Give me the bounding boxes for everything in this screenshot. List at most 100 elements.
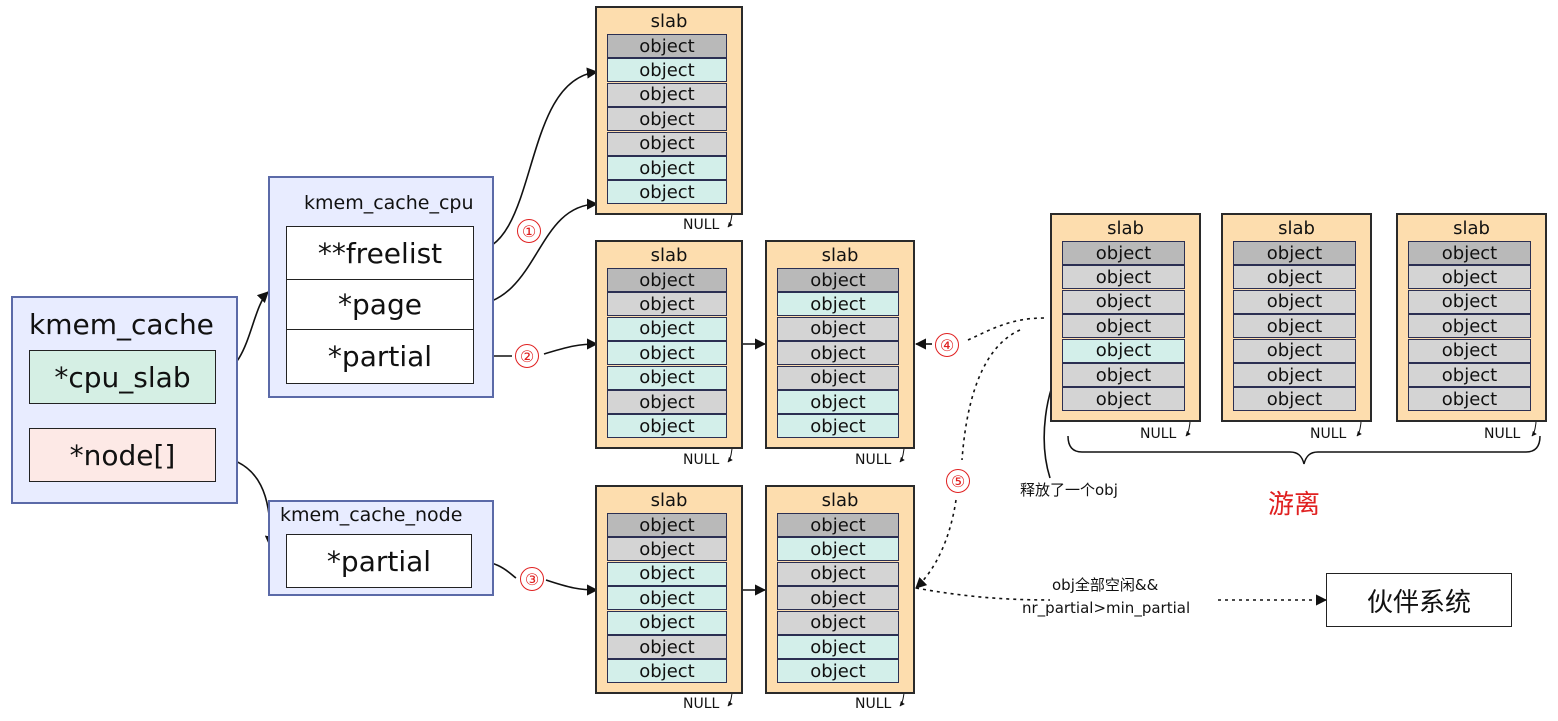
slab-object-used: object <box>777 268 899 292</box>
null-label: NULL <box>1484 426 1521 442</box>
node-partial-label: *partial <box>326 544 432 578</box>
slab-object-used: object <box>777 341 899 366</box>
slab-object-used: object <box>1408 363 1531 387</box>
slab-object-free: object <box>777 635 899 659</box>
step-marker-5: ⑤ <box>946 469 970 493</box>
slab-object-used: object <box>607 107 727 132</box>
slab-object-used: object <box>1233 289 1356 314</box>
kmem-cache-cpu-title: kmem_cache_cpu <box>304 192 474 214</box>
slab-object-used: object <box>777 610 899 635</box>
cpu-partial-field: *partial <box>286 330 474 384</box>
slab-object-used: object <box>607 82 727 107</box>
slab-object-free: object <box>777 390 899 414</box>
release-one-label: 释放了一个obj <box>1020 481 1118 499</box>
node-label: *node[] <box>69 438 176 472</box>
slab-object-used: object <box>1233 314 1356 339</box>
step-marker-3: ③ <box>520 567 544 591</box>
kmem-cache-node-struct: kmem_cache_node *partial <box>268 500 494 596</box>
cpu-slab-field: *cpu_slab <box>29 350 216 404</box>
null-label: NULL <box>683 452 720 468</box>
cpu-partial-label: *partial <box>327 340 433 373</box>
slab-object-used: object <box>777 316 899 341</box>
floating-label: 游离 <box>1268 490 1321 520</box>
slab-object-used: object <box>777 365 899 390</box>
step-marker-4: ④ <box>935 333 959 357</box>
slab-object-used: object <box>607 513 727 537</box>
slab-title: slab <box>821 490 859 511</box>
slab-object-free: object <box>607 586 727 611</box>
slab-object-used: object <box>1233 363 1356 387</box>
slab-object-free: object <box>607 316 727 341</box>
slab-object-used: object <box>777 561 899 586</box>
page-label: *page <box>338 288 422 321</box>
slab-title: slab <box>650 490 688 511</box>
slab-object-free: object <box>607 610 727 635</box>
slab-object-free: object <box>607 561 727 586</box>
slab-object-used: object <box>1233 241 1356 265</box>
slab-object-used: object <box>1062 265 1185 290</box>
slab-object-used: object <box>1062 363 1185 387</box>
slab-object-free: object <box>607 414 727 439</box>
slab-title: slab <box>1278 218 1315 239</box>
slab-object-free: object <box>607 58 727 83</box>
slab-object-used: object <box>1233 265 1356 290</box>
cpu-slab-label: *cpu_slab <box>54 360 191 394</box>
null-label: NULL <box>855 696 892 712</box>
step-marker-2: ② <box>515 344 539 368</box>
buddy-system-label: 伙伴系统 <box>1366 587 1471 618</box>
slab-title: slab <box>650 245 688 266</box>
floating-brace <box>1067 435 1541 465</box>
kmem-cache-node-title: kmem_cache_node <box>280 504 463 526</box>
slab-object-used: object <box>607 537 727 562</box>
slab-title: slab <box>650 11 688 32</box>
slab-object-used: object <box>607 292 727 317</box>
null-label: NULL <box>683 217 720 233</box>
slab-object-used: object <box>777 586 899 611</box>
step-marker-1: ① <box>517 219 541 243</box>
slab-object-used: object <box>1408 338 1531 363</box>
slab-title: slab <box>821 245 859 266</box>
slab-title: slab <box>1107 218 1144 239</box>
freelist-label: **freelist <box>317 236 443 270</box>
slab-object-used: object <box>1408 241 1531 265</box>
node-field: *node[] <box>29 428 216 482</box>
slab-title: slab <box>1453 218 1490 239</box>
freelist-field: **freelist <box>286 226 474 280</box>
slab-object-used: object <box>1062 387 1185 412</box>
slab-object-used: object <box>1062 289 1185 314</box>
slab-object-used: object <box>1408 289 1531 314</box>
slab-object-used: object <box>777 513 899 537</box>
buddy-system-box: 伙伴系统 <box>1326 573 1512 627</box>
null-label: NULL <box>855 452 892 468</box>
kmem-cache-cpu-struct: kmem_cache_cpu **freelist *page *partial <box>268 176 494 398</box>
slab-object-used: object <box>1408 387 1531 412</box>
slab-object-used: object <box>1233 338 1356 363</box>
slab-object-free: object <box>607 659 727 684</box>
slab-object-free: object <box>607 341 727 366</box>
arrow-step5 <box>916 329 1021 588</box>
slab-object-free: object <box>777 659 899 684</box>
slab-object-used: object <box>607 268 727 292</box>
slab-object-used: object <box>1408 265 1531 290</box>
slab-object-free: object <box>777 414 899 439</box>
node-partial-field: *partial <box>286 534 472 588</box>
slab-object-used: object <box>607 390 727 414</box>
slab-object-free: object <box>777 292 899 317</box>
kmem-cache-struct: kmem_cache *cpu_slab *node[] <box>11 296 238 504</box>
slab-object-used: object <box>1062 241 1185 265</box>
slab-object-used: object <box>607 34 727 58</box>
condition-line-2: nr_partial>min_partial <box>1022 599 1191 617</box>
slab-object-used: object <box>1408 314 1531 339</box>
slab-object-free: object <box>1062 338 1185 363</box>
slab-object-free: object <box>607 365 727 390</box>
null-label: NULL <box>1310 426 1347 442</box>
arrow-step4 <box>967 317 1045 341</box>
slab-object-free: object <box>607 180 727 205</box>
page-field: *page <box>286 280 474 330</box>
